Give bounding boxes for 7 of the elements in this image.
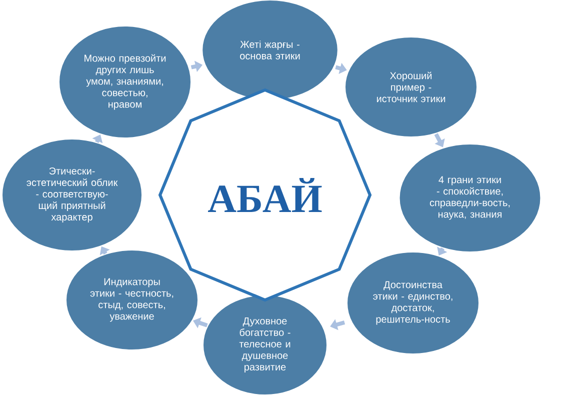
ellipse-node: 4 грани этики - спокойствие, справедли-вость, наука, знания bbox=[398, 143, 542, 252]
ellipse-node: Этически-эстетический облик - соответствую-щий приятный характер bbox=[2, 138, 142, 252]
ellipse-node: Достоинства этики - единство, достаток, решитель-ность bbox=[346, 251, 480, 354]
ellipse-node: Хороший пример - источник этики bbox=[344, 36, 478, 138]
ellipse-node: Можно превзойти других лишь умом, знаниями, совестью, нравом bbox=[58, 26, 192, 138]
ellipse-node: Духовное богатство - телесное и душевное развитие bbox=[202, 294, 328, 396]
ellipse-node: Индикаторы этики - честность, стыд, совесть, уважение bbox=[66, 249, 198, 350]
